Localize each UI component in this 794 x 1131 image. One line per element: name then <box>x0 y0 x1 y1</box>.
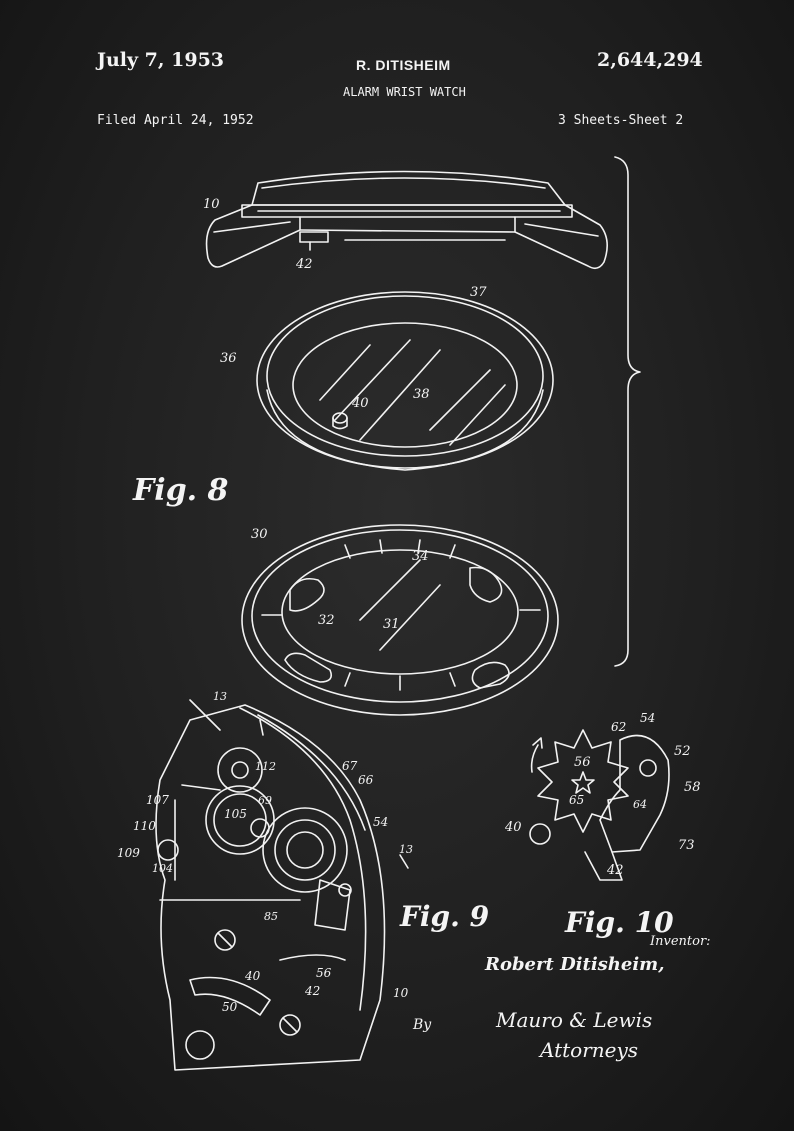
numeral-64: 64 <box>633 798 647 811</box>
by-label: By <box>413 1017 432 1033</box>
filed-date: Filed April 24, 1952 <box>97 113 254 128</box>
numeral-42-fig10: 42 <box>606 863 624 878</box>
numeral-36: 36 <box>220 351 237 366</box>
fig-10-caption: Fig. 10 <box>564 906 674 939</box>
numeral-52: 52 <box>674 744 691 759</box>
numeral-10-top: 10 <box>203 197 220 212</box>
numeral-66: 66 <box>358 773 374 787</box>
numeral-38: 38 <box>413 387 430 402</box>
patent-title: ALARM WRIST WATCH <box>343 85 466 99</box>
watch-case-drawing <box>207 172 608 269</box>
numeral-10-fig9: 10 <box>393 986 409 1000</box>
numeral-42-fig9: 42 <box>304 984 320 998</box>
sheet-count: 3 Sheets-Sheet 2 <box>558 113 684 128</box>
numeral-107: 107 <box>146 793 169 807</box>
numeral-54-fig9: 54 <box>373 815 388 829</box>
numeral-69: 69 <box>258 794 272 807</box>
bracket-line <box>615 157 640 666</box>
numeral-13-b: 13 <box>399 843 413 856</box>
patent-number: 2,644,294 <box>597 49 703 71</box>
movement-drawing <box>156 700 408 1070</box>
numeral-54-fig10: 54 <box>640 711 655 725</box>
numeral-56-fig9: 56 <box>316 966 332 980</box>
figure-captions: Fig. 8 Fig. 9 Fig. 10 <box>132 473 674 939</box>
numeral-56-fig10: 56 <box>574 755 591 770</box>
numeral-62: 62 <box>611 720 626 734</box>
numeral-40-fig10: 40 <box>504 820 522 835</box>
attorney-label: Attorneys <box>540 1038 639 1062</box>
numeral-110: 110 <box>133 819 156 833</box>
numeral-112: 112 <box>255 760 276 773</box>
numeral-65: 65 <box>569 793 584 807</box>
numeral-31: 31 <box>383 617 400 632</box>
numeral-34: 34 <box>412 549 429 564</box>
crystal-ring-drawing <box>257 292 553 470</box>
fig-8-caption: Fig. 8 <box>132 473 229 508</box>
numeral-42-top: 42 <box>295 257 313 272</box>
inventor-header: R. DITISHEIM <box>356 57 451 73</box>
numeral-85: 85 <box>264 910 278 923</box>
star-wheel-drawing <box>530 730 669 880</box>
numeral-67: 67 <box>342 759 358 773</box>
numeral-40-fig9: 40 <box>244 969 261 983</box>
numeral-30: 30 <box>251 527 268 542</box>
numeral-105: 105 <box>224 807 247 821</box>
attorney-signature: Mauro & Lewis <box>496 1008 653 1032</box>
fig-9-caption: Fig. 9 <box>399 900 489 933</box>
numeral-104: 104 <box>152 862 173 875</box>
numeral-13-a: 13 <box>213 690 227 703</box>
numeral-73: 73 <box>678 838 695 853</box>
numeral-37: 37 <box>470 285 487 300</box>
patent-date: July 7, 1953 <box>97 49 225 71</box>
reference-numerals: 10 42 37 36 40 38 30 34 32 31 13 112 67 … <box>117 197 701 1014</box>
inventor-label: Inventor: <box>650 934 711 949</box>
numeral-58: 58 <box>684 780 701 795</box>
numeral-32: 32 <box>318 613 335 628</box>
dial-ring-drawing <box>242 525 558 715</box>
numeral-109: 109 <box>117 846 140 860</box>
numeral-40-mid: 40 <box>351 396 369 411</box>
numeral-50: 50 <box>222 1000 238 1014</box>
inventor-signature: Robert Ditisheim, <box>485 954 665 975</box>
